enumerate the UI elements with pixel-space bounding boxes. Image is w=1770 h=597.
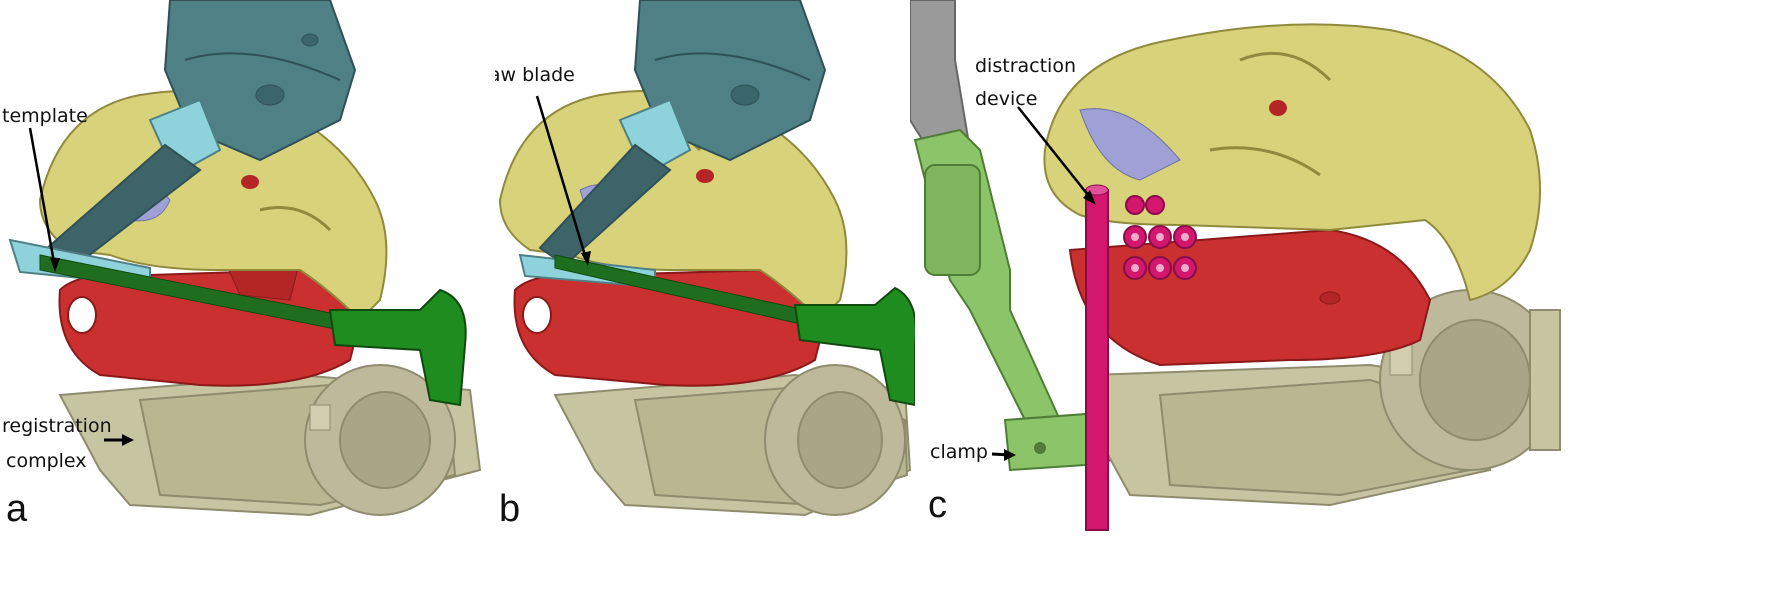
registration-label-line1: registration [2, 415, 112, 437]
skull [38, 89, 388, 322]
panel-a: template registration complex a [0, 0, 590, 597]
distraction-label-line1: distraction [975, 55, 1076, 77]
mandible [58, 268, 362, 387]
robot-arm [633, 0, 827, 162]
skull [1043, 23, 1541, 302]
saw-handle [328, 288, 467, 407]
saw-blade-label: saw blade [495, 64, 575, 86]
panel-a-illustration [8, 0, 482, 517]
distraction-label-line2: device [975, 88, 1038, 110]
panel-b: saw blade b [495, 0, 915, 597]
panel-letter-c: c [928, 484, 947, 526]
panel-c: distraction device clamp c [910, 0, 1770, 597]
distraction-rod [1085, 189, 1109, 531]
registration-label-line2: complex [6, 450, 87, 472]
clamp-label: clamp [930, 441, 988, 463]
panel-letter-a: a [6, 488, 28, 530]
mandible [1068, 228, 1432, 367]
panel-b-illustration [498, 0, 915, 517]
panel-c-illustration [910, 0, 1561, 531]
saw-handle [793, 286, 915, 407]
template-label: template [2, 105, 88, 127]
panel-letter-b: b [499, 488, 521, 530]
